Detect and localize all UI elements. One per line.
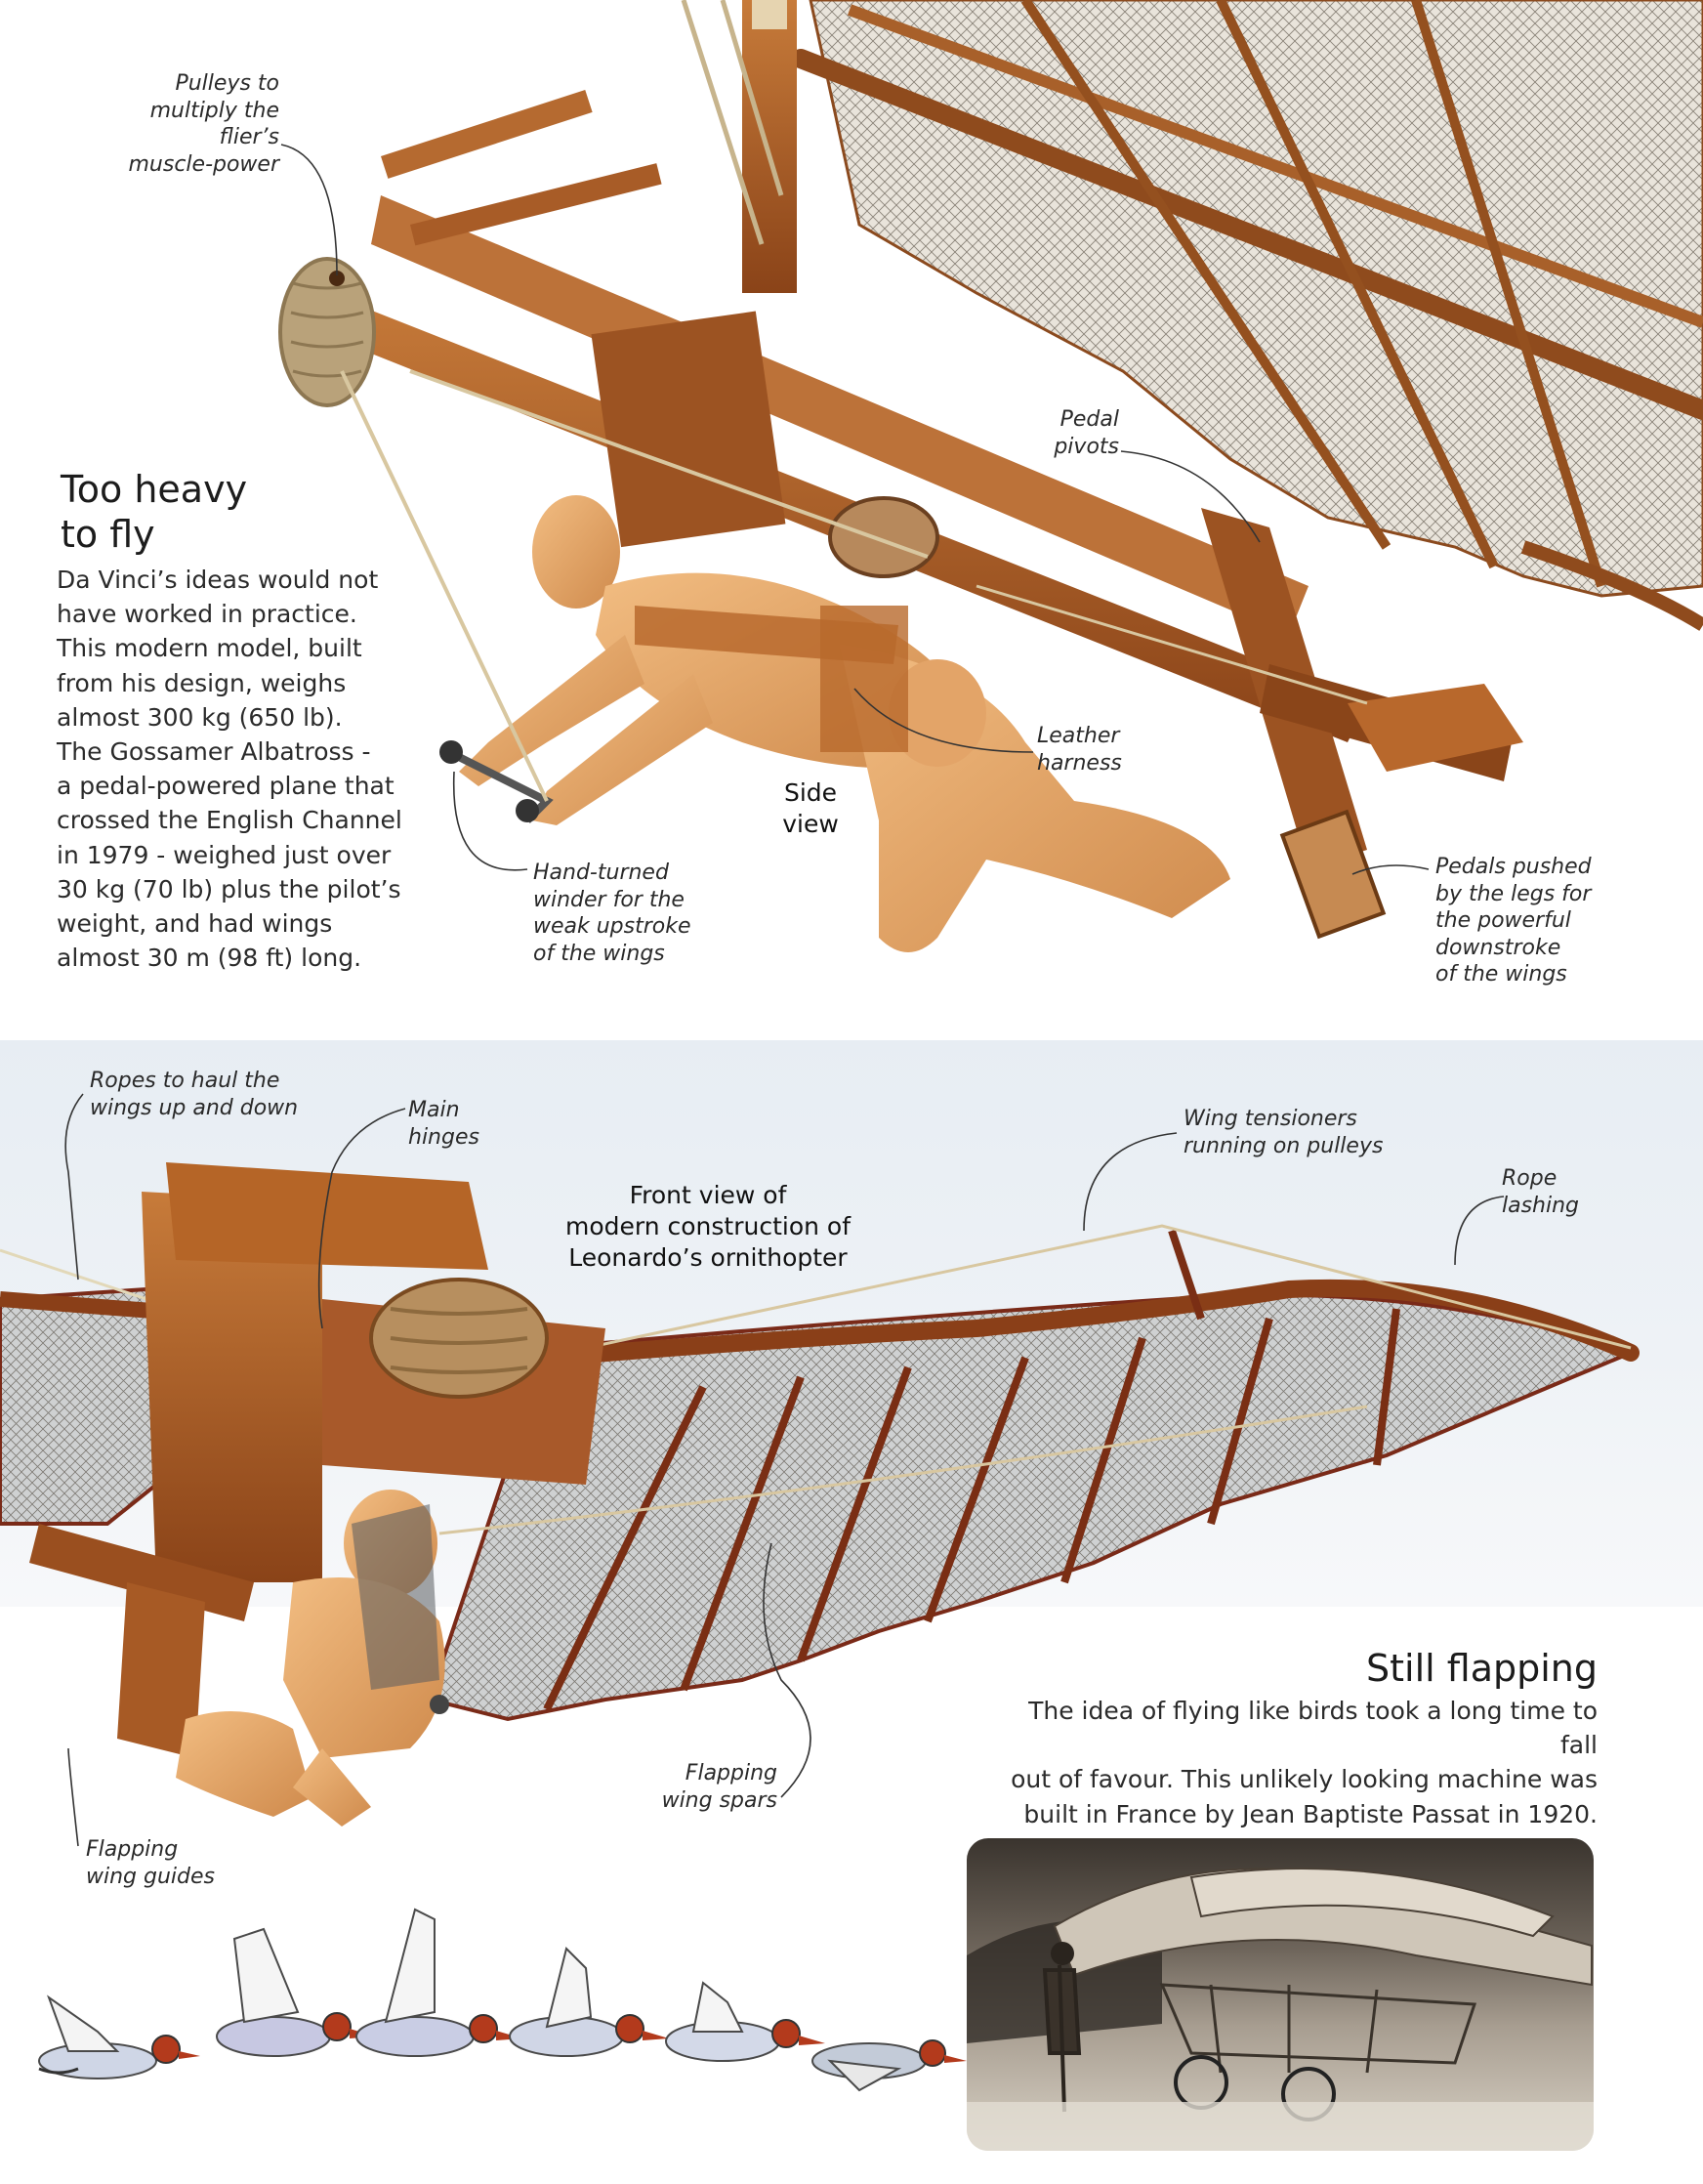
label-leather-harness: Leather harness <box>1037 724 1122 776</box>
duck-icon <box>38 1908 967 2092</box>
body-line: This modern model, built <box>57 634 362 663</box>
body-line: weight, and had wings <box>57 909 333 939</box>
body-line: out of favour. This unlikely looking mac… <box>1011 1765 1598 1794</box>
body-line: have worked in practice. <box>57 600 357 629</box>
side-view-title: Side view <box>782 778 839 838</box>
leader-lines <box>64 144 1505 1847</box>
side-view-model <box>278 0 1703 952</box>
too-heavy-body: Da Vinci’s ideas would not have worked i… <box>57 563 428 975</box>
still-flapping-body: The idea of flying like birds took a lon… <box>996 1694 1598 1831</box>
body-line: The idea of flying like birds took a lon… <box>1028 1697 1598 1760</box>
body-line: Da Vinci’s ideas would not <box>57 566 379 594</box>
label-rope-lashing: Rope lashing <box>1502 1166 1580 1218</box>
label-flapping-guides: Flapping wing guides <box>86 1837 215 1889</box>
body-line: crossed the English Channel <box>57 806 402 835</box>
label-pedal-pivots: Pedal pivots <box>1054 407 1119 459</box>
label-ropes: Ropes to haul the wings up and down <box>90 1069 299 1120</box>
front-view-title: Front view of modern construction of Leo… <box>564 1181 852 1272</box>
label-flapping-spars: Flapping wing spars <box>661 1761 777 1813</box>
heading-line: to fly <box>61 513 155 556</box>
front-view-model <box>0 1162 1640 1827</box>
label-hand-winder: Hand-turned winder for the weak upstroke… <box>533 861 691 966</box>
label-pedals-pushed: Pedals pushed by the legs for the powerf… <box>1435 855 1592 987</box>
label-pulleys: Pulleys to multiply the flier’s muscle-p… <box>128 71 279 177</box>
body-line: in 1979 - weighed just over <box>57 840 392 869</box>
body-line: a pedal-powered plane that <box>57 772 395 801</box>
label-main-hinges: Main hinges <box>408 1098 479 1150</box>
label-wing-tensioners: Wing tensioners running on pulleys <box>1184 1107 1384 1158</box>
body-line: almost 30 m (98 ft) long. <box>57 944 362 973</box>
body-line: The Gossamer Albatross - <box>57 737 371 767</box>
too-heavy-heading: Too heavy to fly <box>61 467 247 557</box>
body-line: from his design, weighs <box>57 668 347 697</box>
passat-machine-photo <box>967 1838 1594 2151</box>
body-line: built in France by Jean Baptiste Passat … <box>1023 1799 1598 1828</box>
body-line: almost 300 kg (650 lb). <box>57 702 343 732</box>
heading-line: Too heavy <box>61 468 248 511</box>
passat-machine-drawing <box>967 1868 1594 2151</box>
body-line: 30 kg (70 lb) plus the pilot’s <box>57 874 401 903</box>
still-flapping-heading: Still flapping <box>1366 1647 1598 1690</box>
